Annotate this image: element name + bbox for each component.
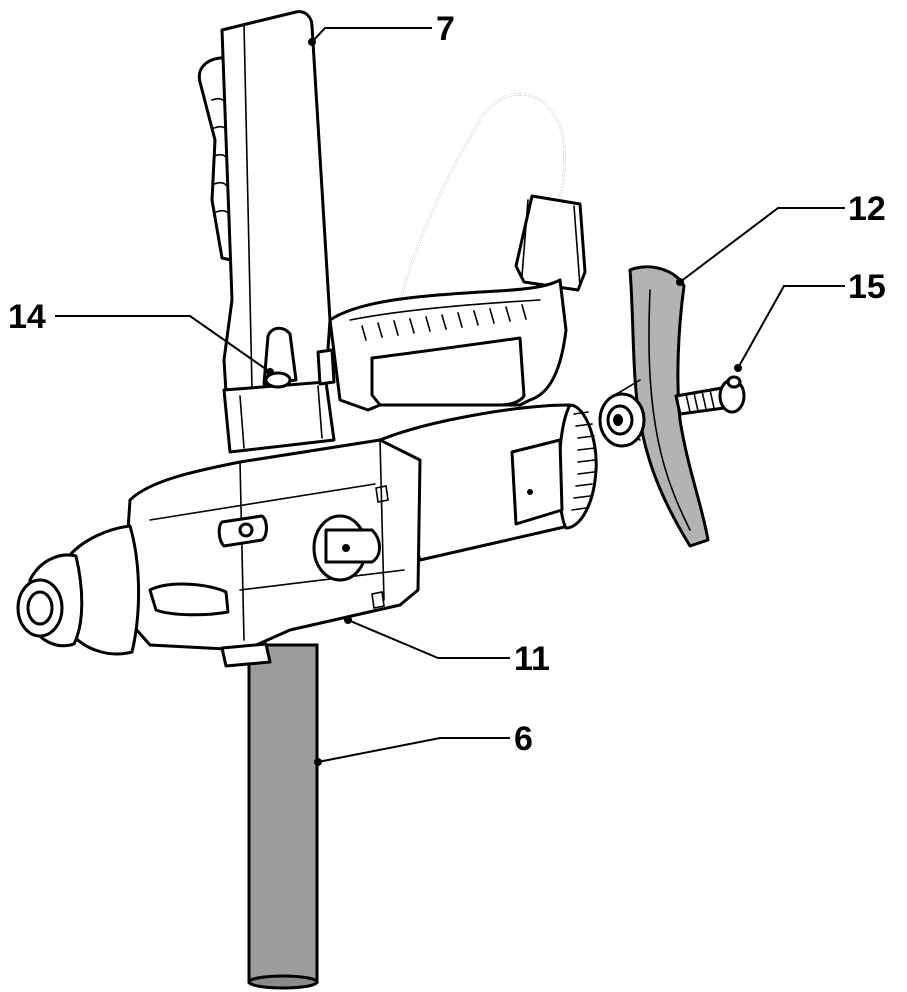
drill-body-part-11: [16, 403, 598, 668]
callout-11: 11: [514, 640, 550, 678]
screw-part-15: [674, 375, 746, 416]
callout-7: 7: [436, 10, 455, 48]
leader-lines: [55, 27, 845, 766]
callout-labels: 7 12 14 15 11 6: [8, 10, 886, 758]
column-part-6: [247, 643, 319, 990]
power-cable: [399, 93, 587, 301]
gear-selector-knob: [312, 514, 381, 582]
callout-12: 12: [848, 190, 886, 228]
callout-14: 14: [8, 298, 46, 336]
depth-gauge-part-12: [598, 265, 710, 548]
top-handle-part-7: [197, 10, 336, 454]
rear-handle: [328, 278, 568, 412]
callout-15: 15: [848, 268, 886, 306]
callout-6: 6: [514, 720, 533, 758]
